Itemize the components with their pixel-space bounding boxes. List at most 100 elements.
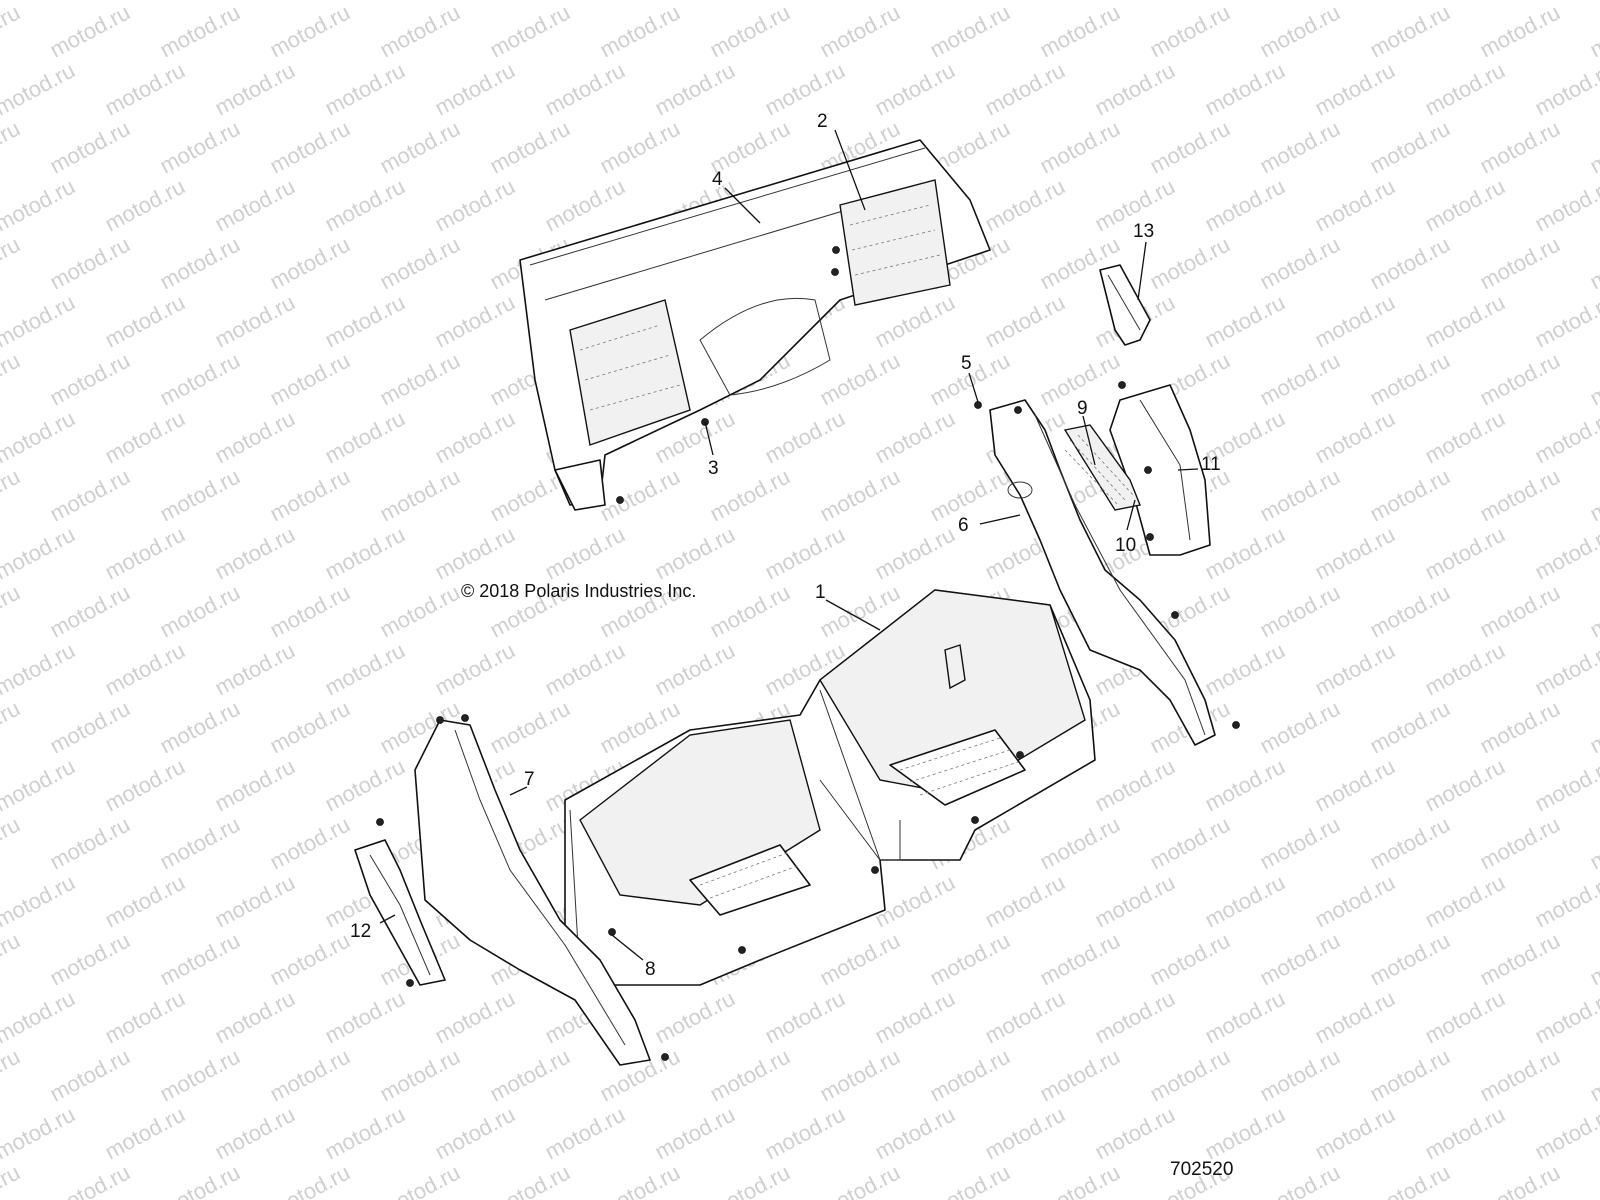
watermark-text: motod.ru [816,928,904,991]
watermark-text: motod.ru [266,1160,354,1200]
watermark-text: motod.ru [1586,580,1600,643]
watermark-text: motod.ru [376,580,464,643]
watermark-text: motod.ru [1311,1102,1399,1165]
watermark-text: motod.ru [1366,348,1454,411]
watermark-text: motod.ru [376,1044,464,1107]
watermark-text: motod.ru [46,0,134,62]
watermark-text: motod.ru [211,754,299,817]
watermark-text: motod.ru [1311,290,1399,353]
watermark-text: motod.ru [0,638,79,701]
watermark-text: motod.ru [431,290,519,353]
watermark-text: motod.ru [1146,928,1234,991]
watermark-text: motod.ru [0,174,79,237]
watermark-text: motod.ru [266,232,354,295]
watermark-text: motod.ru [706,464,794,527]
watermark-text: motod.ru [871,58,959,121]
part-13-cover [1099,264,1151,346]
watermark-text: motod.ru [211,986,299,1049]
watermark-text: motod.ru [926,1044,1014,1107]
watermark-text: motod.ru [1311,870,1399,933]
watermark-text: motod.ru [266,348,354,411]
watermark-text: motod.ru [1476,0,1564,62]
watermark-text: motod.ru [1531,522,1600,585]
callout-11: 11 [1201,454,1221,475]
watermark-text: motod.ru [541,58,629,121]
watermark-text: motod.ru [981,1102,1069,1165]
part-11-side-panel [1109,384,1211,556]
callout-10: 10 [1115,535,1136,556]
watermark-text: motod.ru [1256,0,1344,62]
watermark-text: motod.ru [1586,116,1600,179]
watermark-text: motod.ru [596,464,684,527]
watermark-text: motod.ru [1311,406,1399,469]
callout-1: 1 [815,582,826,603]
watermark-text: motod.ru [1586,696,1600,759]
watermark-text: motod.ru [0,348,24,411]
watermark-text: motod.ru [0,1102,79,1165]
watermark-text: motod.ru [816,0,904,62]
watermark-text: motod.ru [101,406,189,469]
callout-8: 8 [645,959,656,980]
watermark-text: motod.ru [1476,812,1564,875]
callout-2: 2 [817,111,828,132]
watermark-text: motod.ru [926,928,1014,991]
watermark-text: motod.ru [1421,870,1509,933]
watermark-text: motod.ru [926,464,1014,527]
watermark-text: motod.ru [156,696,244,759]
watermark-text: motod.ru [376,232,464,295]
watermark-text: motod.ru [541,638,629,701]
part-12-small-panel [354,839,446,986]
watermark-text: motod.ru [1586,812,1600,875]
watermark-text: motod.ru [1476,348,1564,411]
watermark-text: motod.ru [1146,232,1234,295]
watermark-text: motod.ru [46,1044,134,1107]
watermark-text: motod.ru [1256,232,1344,295]
watermark-text: motod.ru [101,58,189,121]
watermark-text: motod.ru [1146,812,1234,875]
watermark-text: motod.ru [1531,0,1600,4]
watermark-text: motod.ru [1421,406,1509,469]
watermark-text: motod.ru [871,986,959,1049]
watermark-text: motod.ru [1421,1102,1509,1165]
drawing-number: 702520 [1170,1159,1233,1180]
watermark-text: motod.ru [1421,290,1509,353]
watermark-text: motod.ru [1421,58,1509,121]
watermark-text: motod.ru [321,58,409,121]
watermark-text: motod.ru [321,638,409,701]
leader-lines [379,129,1199,961]
watermark-text: motod.ru [266,0,354,62]
watermark-text: motod.ru [1256,348,1344,411]
watermark-text: motod.ru [486,1044,574,1107]
watermark-text: motod.ru [1476,696,1564,759]
watermark-text: motod.ru [1366,1044,1454,1107]
watermark-text: motod.ru [46,348,134,411]
watermark-text: motod.ru [46,580,134,643]
watermark-text: motod.ru [1091,986,1179,1049]
watermark-text: motod.ru [0,580,24,643]
watermark-text: motod.ru [1476,116,1564,179]
watermark-text: motod.ru [211,638,299,701]
watermark-text: motod.ru [1366,464,1454,527]
watermark-text: motod.ru [1366,0,1454,62]
watermark-text: motod.ru [541,1102,629,1165]
watermark-text: motod.ru [101,1102,189,1165]
watermark-text: motod.ru [981,986,1069,1049]
part-6-side-trim [989,399,1216,746]
watermark-text: motod.ru [1531,174,1600,237]
watermark-text: motod.ru [266,928,354,991]
watermark-text: motod.ru [266,696,354,759]
watermark-text: motod.ru [1366,928,1454,991]
watermark-text: motod.ru [761,58,849,121]
watermark-text: motod.ru [211,290,299,353]
part-7-side-panel [414,719,651,1066]
watermark-text: motod.ru [1531,58,1600,121]
callout-4: 4 [712,169,723,190]
watermark-text: motod.ru [596,0,684,62]
watermark-text: motod.ru [1091,870,1179,933]
watermark-text: motod.ru [651,58,739,121]
watermark-text: motod.ru [1311,58,1399,121]
watermark-text: motod.ru [1201,174,1289,237]
watermark-text: motod.ru [1201,290,1289,353]
watermark-text: motod.ru [871,406,959,469]
